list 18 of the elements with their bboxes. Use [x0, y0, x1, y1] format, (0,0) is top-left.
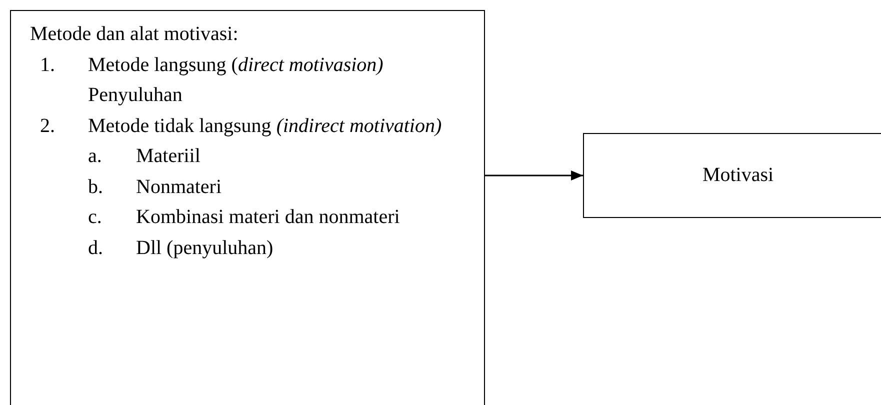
list-item-text: Dll (penyuluhan) [136, 236, 274, 258]
list-marker: 1. [40, 52, 55, 78]
box-label: Motivasi [702, 163, 774, 188]
list-item-text: Kombinasi materi dan nonmateri [136, 206, 400, 228]
list-marker: a. [88, 144, 102, 169]
list-marker: c. [88, 205, 102, 230]
list-item-text: Nonmateri [136, 176, 222, 198]
list-text: Penyuluhan [87, 83, 184, 108]
arrow [485, 170, 583, 180]
process-box [583, 133, 881, 218]
list-text: Metode dan alat motivasi: [30, 22, 240, 47]
list-item-text: Materiil [136, 145, 200, 167]
text-box [10, 10, 485, 405]
list-marker: d. [88, 236, 103, 260]
list-marker: 2. [40, 114, 55, 138]
list-marker: b. [88, 174, 103, 200]
list-item-text: Metode tidak langsung (indirect motivation) [88, 114, 442, 136]
list-item-text: Metode langsung (direct motivasion) [88, 54, 384, 76]
